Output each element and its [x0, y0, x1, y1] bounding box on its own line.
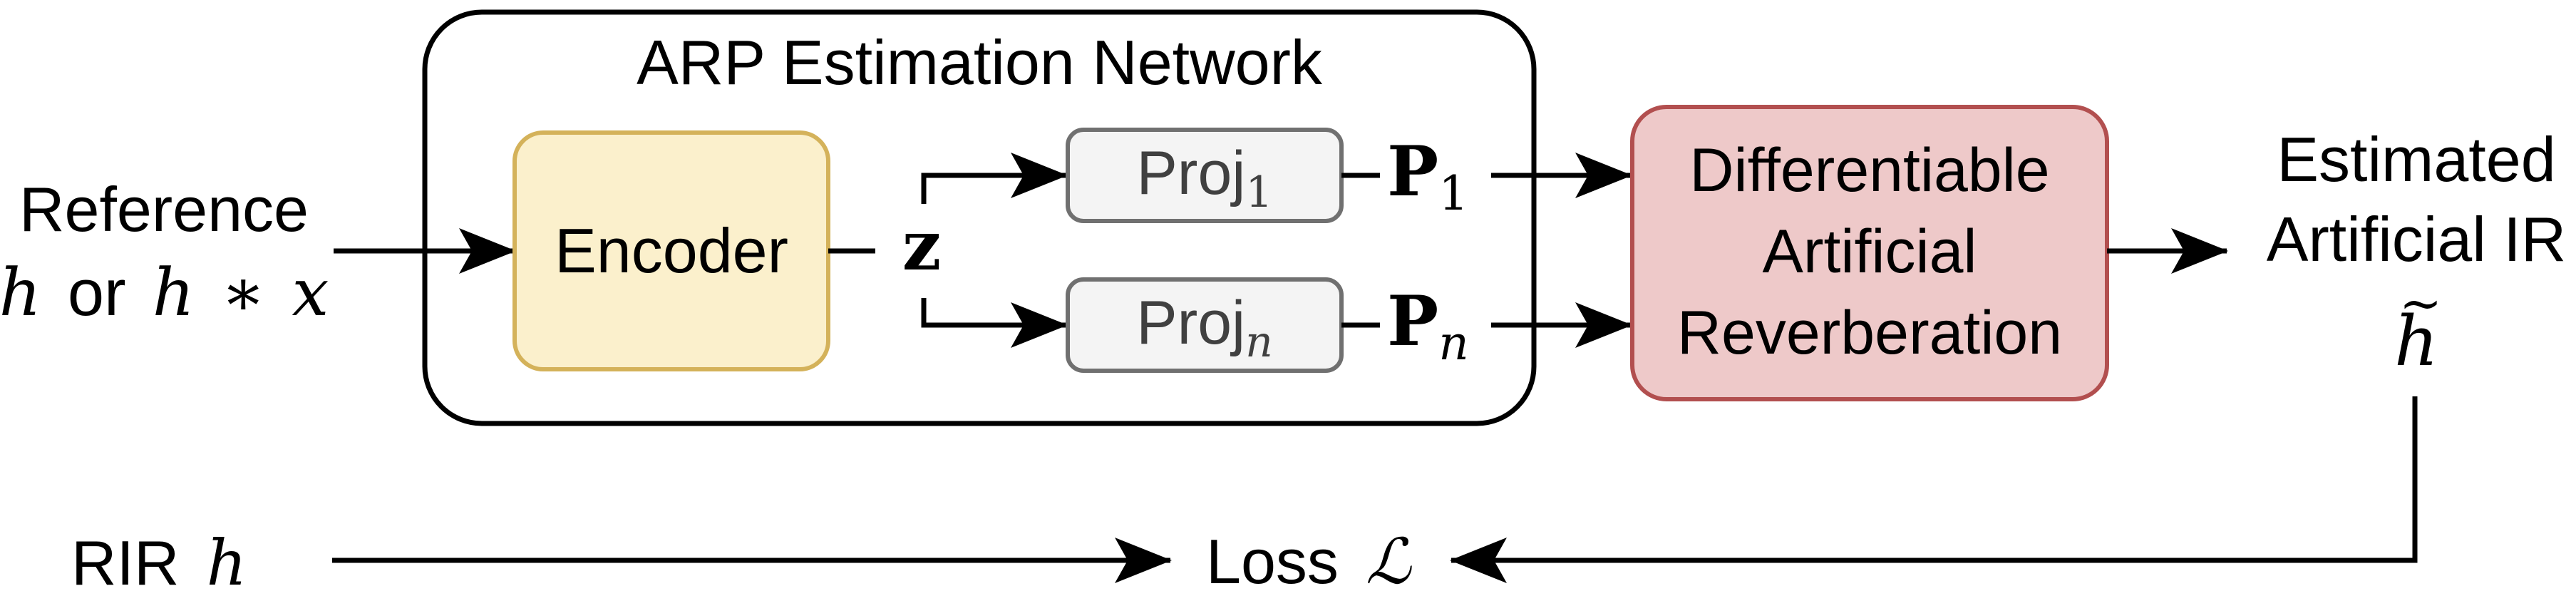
- projn-label: Projn: [1136, 289, 1273, 367]
- proj1-block: Proj1: [1066, 128, 1344, 223]
- output-label-line2: Artificial IR: [2267, 204, 2567, 274]
- param-p1: P1: [1387, 131, 1468, 221]
- projn-block: Projn: [1066, 277, 1344, 373]
- loss-label: Loss ℒ: [1206, 525, 1412, 596]
- output-label-line1: Estimated: [2277, 124, 2555, 195]
- branch-to-projn: [921, 298, 1068, 348]
- arrow-output-to-loss: [1450, 396, 2418, 583]
- dar-label-line1: Differentiable: [1689, 136, 2049, 205]
- dar-label-line3: Reverberation: [1677, 299, 2062, 367]
- encoder-block: Encoder: [512, 130, 830, 371]
- network-container: [422, 9, 1537, 426]
- dar-label-line2: Artificial: [1762, 217, 1977, 286]
- proj1-label: Proj1: [1136, 139, 1272, 217]
- input-formula: h or h ∗ x: [0, 255, 329, 331]
- output-symbol: h: [2394, 302, 2438, 381]
- branch-to-proj1: [921, 153, 1068, 204]
- latent-z: z: [902, 205, 942, 286]
- input-label: Reference: [19, 174, 309, 245]
- encoder-label: Encoder: [555, 215, 788, 286]
- dar-block: Differentiable Artificial Reverberation: [1630, 105, 2109, 401]
- network-title: ARP Estimation Network: [637, 27, 1323, 98]
- rir-label: RIR h: [71, 526, 247, 596]
- param-pn: Pn: [1387, 281, 1469, 371]
- output-symbol-tilde: ~: [2399, 273, 2442, 333]
